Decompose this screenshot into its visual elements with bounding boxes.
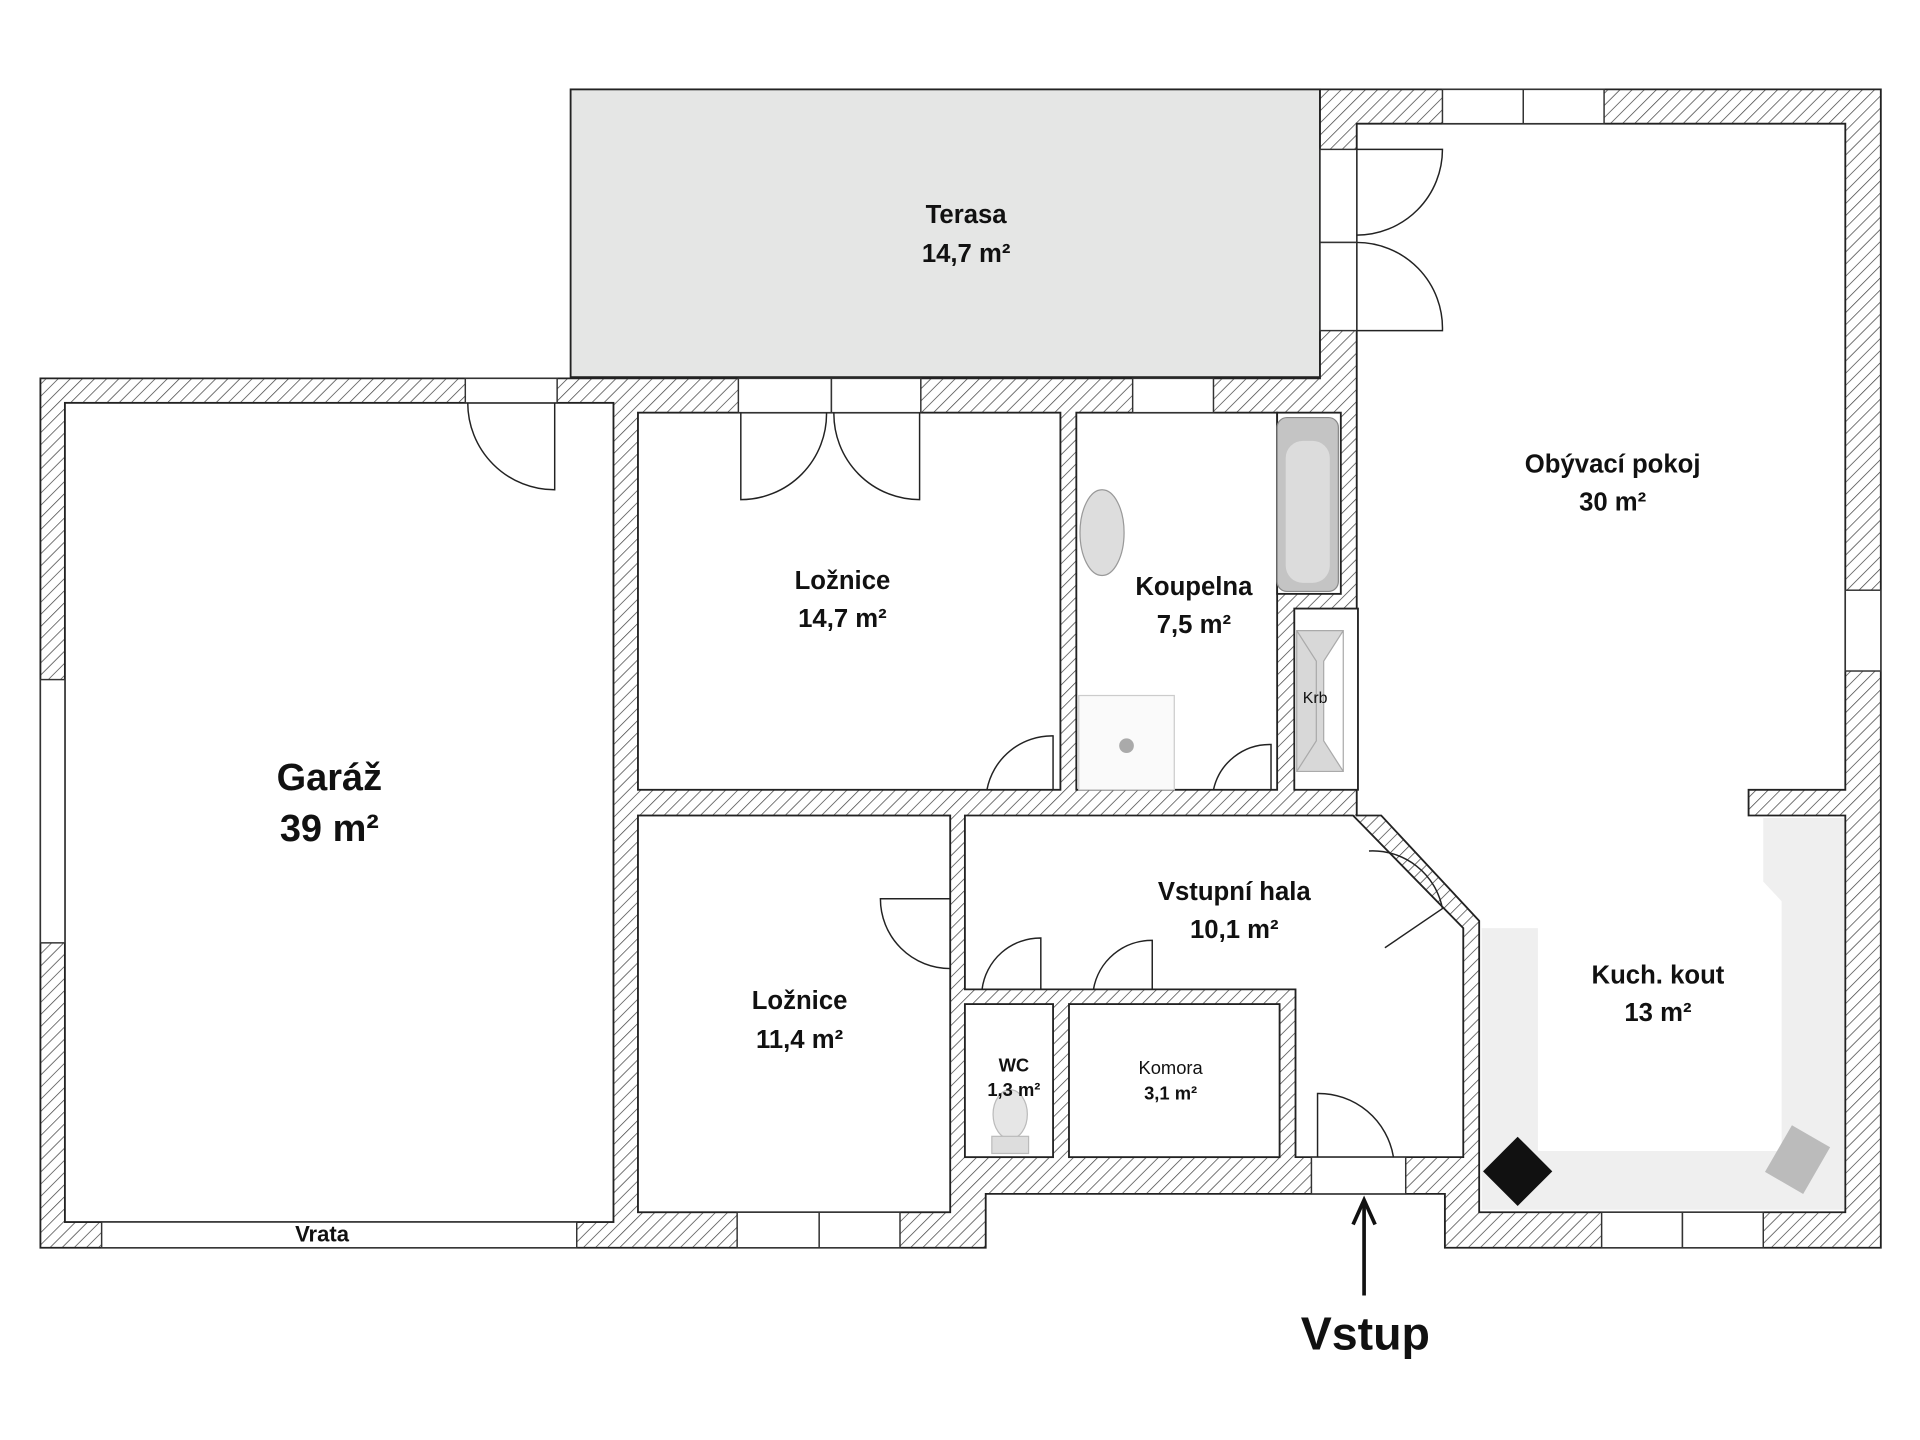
room-area: 1,3 m² [987, 1079, 1040, 1100]
room-name: Vstupní hala [1158, 878, 1312, 906]
room-area: 14,7 m² [798, 605, 887, 633]
room-bedroom-2 [637, 814, 952, 1214]
kitchen-sink-icon [1764, 1125, 1831, 1194]
entrance-arrow [1351, 1195, 1377, 1296]
room-living-kitchen [1355, 122, 1847, 1214]
room-area: 39 m² [280, 808, 379, 850]
room-name: Garáž [277, 757, 382, 799]
fireplace-icon [1296, 630, 1344, 773]
room-name: Kuch. kout [1592, 961, 1725, 989]
room-area: 3,1 m² [1144, 1083, 1197, 1104]
room-name: Terasa [926, 201, 1008, 229]
room-name: Ložnice [752, 987, 848, 1015]
shower-drain [1119, 738, 1134, 754]
door-swings [467, 148, 1444, 1158]
room-bedroom-1 [637, 411, 1062, 791]
room-pantry [1068, 1003, 1281, 1159]
room-name: Koupelna [1135, 573, 1253, 601]
room-area: 14,7 m² [922, 240, 1011, 268]
terrace-area [569, 88, 1321, 379]
cooktop-icon [1483, 1136, 1553, 1206]
room-name: Komora [1138, 1057, 1203, 1078]
bathtub-basin [1285, 440, 1330, 583]
room-area: 7,5 m² [1157, 611, 1232, 639]
room-name: Ložnice [795, 567, 891, 595]
room-area: 30 m² [1579, 489, 1647, 517]
windows [39, 88, 1882, 1249]
room-name: Obývací pokoj [1525, 451, 1701, 479]
fireplace-label: Krb [1303, 690, 1328, 707]
room-labels: Terasa 14,7 m² Garáž 39 m² Ložnice 14,7 … [277, 201, 1725, 1360]
garage-door-label: Vrata [295, 1222, 350, 1247]
room-area: 10,1 m² [1190, 916, 1279, 944]
room-name: WC [999, 1054, 1030, 1075]
toilet-icon [991, 1089, 1030, 1155]
room-area: 13 m² [1624, 999, 1692, 1027]
room-garage [63, 401, 615, 1223]
entrance-label: Vstup [1301, 1307, 1430, 1359]
room-area: 11,4 m² [756, 1026, 844, 1054]
washbasin-icon [1079, 489, 1125, 577]
